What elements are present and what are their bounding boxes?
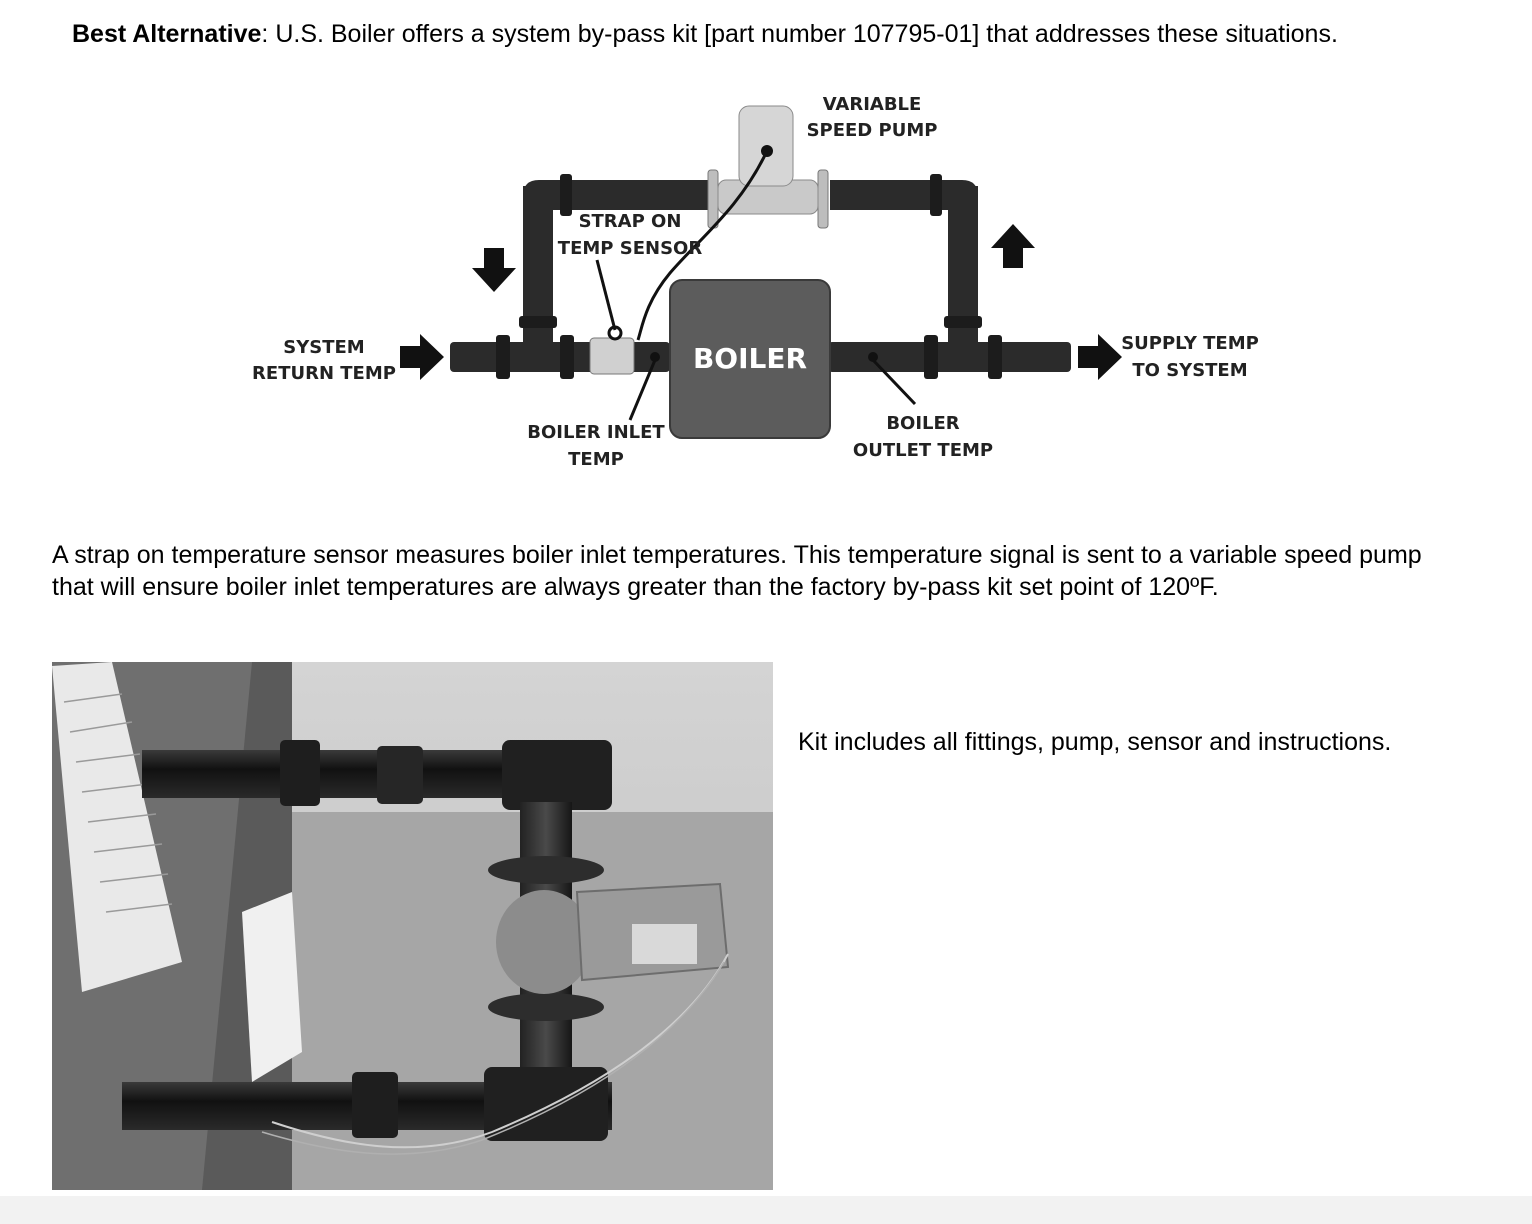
lower-union: [352, 1072, 398, 1138]
pump-label-line1: VARIABLE: [823, 94, 922, 115]
sensor-wire: [636, 150, 769, 341]
left-tee-fitting: [560, 335, 574, 379]
supply-flow-arrow: [1078, 334, 1122, 380]
upper-flange: [488, 856, 604, 884]
upper-tee: [502, 740, 612, 810]
outlet-label-line1: BOILER: [886, 413, 959, 434]
inlet-dot: [650, 352, 660, 362]
sensor-wire: [261, 961, 725, 1155]
inlet-label-line1: BOILER INLET: [527, 422, 665, 443]
down-flow-arrow: [472, 248, 516, 292]
return-flow-arrow: [400, 334, 444, 380]
description-paragraph: A strap on temperature sensor measures b…: [52, 541, 1422, 601]
intro-text: : U.S. Boiler offers a system by-pass ki…: [261, 20, 1338, 48]
top-left-pipe: [550, 180, 710, 210]
supply-label-line2: TO SYSTEM: [1132, 360, 1247, 381]
label-sheet-left: [52, 662, 182, 992]
top-left-coupling: [560, 174, 572, 216]
bottom-scroll-bar: [0, 1196, 1532, 1224]
sensor-leader-line: [595, 259, 617, 331]
pump-flange-right: [817, 169, 829, 229]
pump-control-label: [632, 924, 697, 964]
intro-paragraph: Best Alternative: U.S. Boiler offers a s…: [72, 18, 1392, 50]
right-tee-fitting: [924, 335, 938, 379]
label-sheet-right: [242, 892, 302, 1082]
inlet-leader-line: [628, 359, 657, 421]
top-right-coupling: [930, 174, 942, 216]
pump-volute: [496, 890, 592, 994]
bypass-kit-photo: [52, 662, 773, 1190]
left-riser-coupling: [519, 316, 557, 328]
sensor-label-line2: TEMP SENSOR: [558, 238, 703, 259]
left-tee-fitting: [496, 335, 510, 379]
supply-label-line1: SUPPLY TEMP: [1121, 333, 1259, 354]
pump-label-line2: SPEED PUMP: [807, 120, 938, 141]
lower-tee: [484, 1067, 608, 1141]
boiler-box: [669, 279, 831, 439]
sensor-dot: [607, 325, 623, 341]
strap-on-sensor: [589, 337, 635, 375]
outlet-dot: [868, 352, 878, 362]
bypass-kit-diagram: BOILER VARIABLE SPEED PUMP STRAP ON TEMP…: [252, 94, 1259, 470]
outlet-label-line2: OUTLET TEMP: [853, 440, 993, 461]
up-flow-arrow: [991, 224, 1035, 268]
return-label-line1: SYSTEM: [283, 337, 364, 358]
intro-bold-lead: Best Alternative: [72, 20, 262, 48]
pump-flange-left: [707, 169, 719, 229]
boiler-label: BOILER: [693, 342, 807, 375]
upper-union: [377, 746, 423, 804]
outlet-leader-line: [871, 358, 917, 406]
right-riser-coupling: [944, 316, 982, 328]
kit-contents-note: Kit includes all fittings, pump, sensor …: [798, 728, 1392, 756]
right-tee-fitting: [988, 335, 1002, 379]
lower-flange: [488, 993, 604, 1021]
inlet-label-line2: TEMP: [568, 449, 624, 470]
sensor-label-line1: STRAP ON: [579, 211, 682, 232]
sensor-wire: [271, 953, 729, 1149]
return-label-line2: RETURN TEMP: [252, 363, 396, 384]
supply-pipe: [828, 342, 1071, 372]
upper-union: [280, 740, 320, 806]
